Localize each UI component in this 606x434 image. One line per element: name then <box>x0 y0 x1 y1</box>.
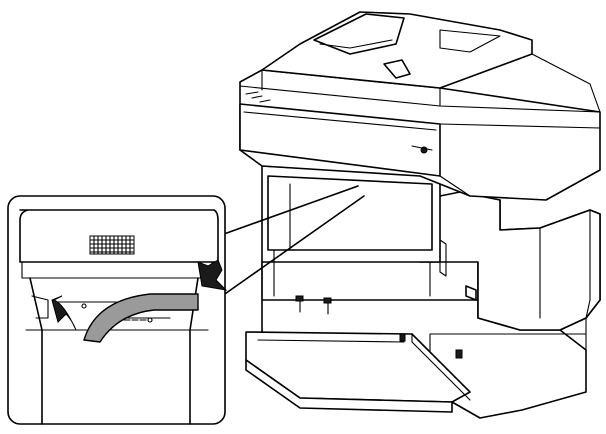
vent-grille <box>89 235 135 255</box>
paper-removal-arrow <box>51 295 77 331</box>
scanner-unit <box>239 69 601 201</box>
paper-sheet <box>83 293 199 343</box>
push-arrow <box>197 259 228 291</box>
inset-detail <box>7 195 228 425</box>
printer-illustration <box>221 11 601 419</box>
callout-lines <box>221 185 365 297</box>
document-feeder <box>261 11 601 113</box>
front-tray <box>245 331 471 413</box>
